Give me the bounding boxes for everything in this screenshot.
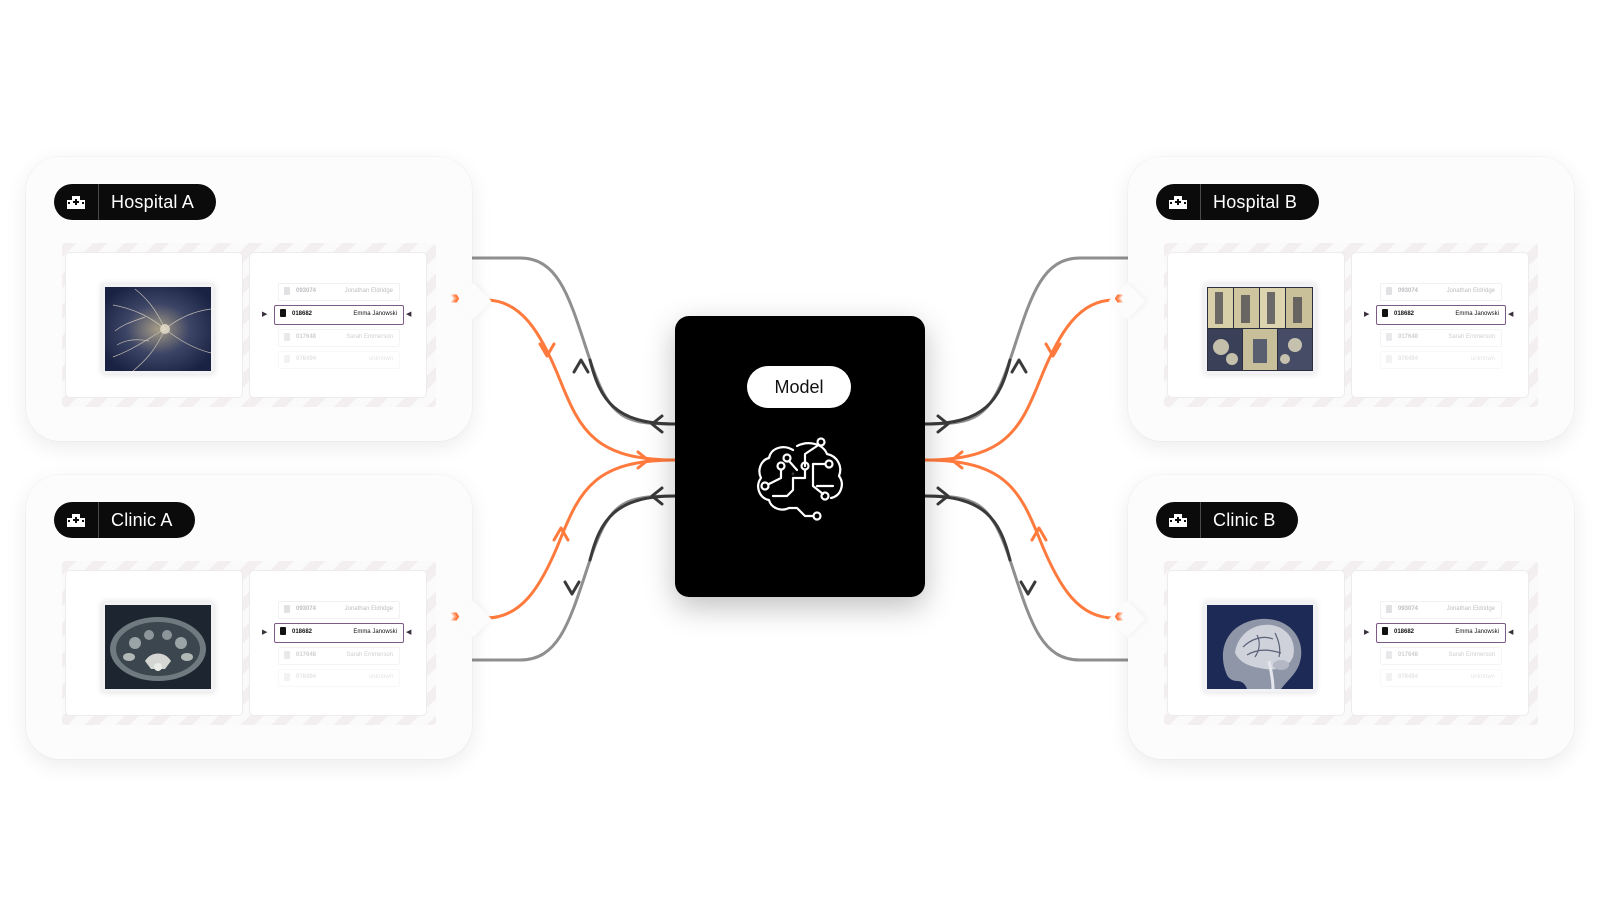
flow-line-hospital-b-upload — [925, 300, 1114, 460]
document-icon — [284, 333, 290, 341]
document-icon — [280, 309, 286, 317]
document-icon — [1382, 627, 1388, 635]
document-icon — [280, 627, 286, 635]
site-name-pill: Hospital A — [54, 184, 216, 220]
select-arrow-left-icon: ◀ — [406, 310, 411, 318]
select-arrow-left-icon: ◀ — [1508, 628, 1513, 636]
image-box — [66, 253, 242, 397]
model-card: Model — [675, 316, 925, 597]
flow-line-clinic-b-upload — [925, 460, 1114, 618]
document-icon — [1386, 333, 1392, 341]
site-name-pill: Clinic A — [54, 502, 195, 538]
model-label: Model — [747, 366, 851, 408]
flow-line-clinic-b-download — [925, 496, 1010, 560]
document-icon — [1382, 309, 1388, 317]
arrow-head-icon — [574, 360, 588, 372]
site-name: Clinic B — [1201, 510, 1298, 531]
send-chevrons-icon: ››› — [450, 287, 455, 310]
site-name: Clinic A — [99, 510, 195, 531]
select-arrow-right-icon: ▶ — [262, 310, 267, 318]
ct-scan-image — [102, 602, 214, 692]
flow-line-hospital-a-upload — [486, 300, 675, 460]
send-chevrons-icon: ››› — [450, 605, 455, 628]
flow-line-hospital-a-download — [590, 360, 675, 424]
hospital-icon — [54, 184, 99, 220]
select-arrow-right-icon: ▶ — [262, 628, 267, 636]
document-icon — [1386, 355, 1392, 363]
document-icon — [1386, 651, 1392, 659]
receive-chevrons-icon: ‹‹‹ — [1114, 605, 1119, 628]
arrow-head-icon — [638, 452, 648, 468]
flow-line-clinic-a-return — [470, 496, 675, 660]
hospital-icon — [1156, 502, 1201, 538]
brain-circuit-icon — [753, 436, 849, 528]
document-icon — [284, 605, 290, 613]
arrow-head-icon — [952, 452, 962, 468]
arrow-head-icon — [1021, 582, 1035, 594]
document-icon — [1386, 605, 1392, 613]
arrow-head-icon — [1012, 360, 1026, 372]
site-name-pill: Clinic B — [1156, 502, 1298, 538]
site-name: Hospital B — [1201, 192, 1319, 213]
image-box — [1168, 253, 1344, 397]
receive-chevrons-icon: ‹‹‹ — [1114, 287, 1119, 310]
site-card-hospital-b: Hospital B — [1128, 157, 1574, 441]
xray-montage-image — [1204, 284, 1316, 374]
flow-line-hospital-b-return — [925, 258, 1130, 424]
arrow-head-icon — [565, 582, 579, 594]
flow-line-clinic-b-return — [925, 496, 1130, 660]
hospital-icon — [54, 502, 99, 538]
select-arrow-left-icon: ◀ — [1508, 310, 1513, 318]
select-arrow-right-icon: ▶ — [1364, 628, 1369, 636]
flow-line-hospital-b-download — [925, 360, 1010, 424]
document-icon — [1386, 287, 1392, 295]
document-icon — [284, 355, 290, 363]
image-box — [66, 571, 242, 715]
site-name-pill: Hospital B — [1156, 184, 1319, 220]
document-icon — [284, 673, 290, 681]
select-arrow-right-icon: ▶ — [1364, 310, 1369, 318]
select-arrow-left-icon: ◀ — [406, 628, 411, 636]
flow-line-hospital-a-return — [470, 258, 675, 424]
image-box — [1168, 571, 1344, 715]
document-icon — [284, 651, 290, 659]
flow-line-clinic-a-download — [590, 496, 675, 560]
document-icon — [284, 287, 290, 295]
hospital-icon — [1156, 184, 1201, 220]
flow-line-clinic-a-upload — [486, 460, 675, 618]
site-name: Hospital A — [99, 192, 216, 213]
mri-scan-image — [1204, 602, 1316, 692]
retina-scan-image — [102, 284, 214, 374]
document-icon — [1386, 673, 1392, 681]
